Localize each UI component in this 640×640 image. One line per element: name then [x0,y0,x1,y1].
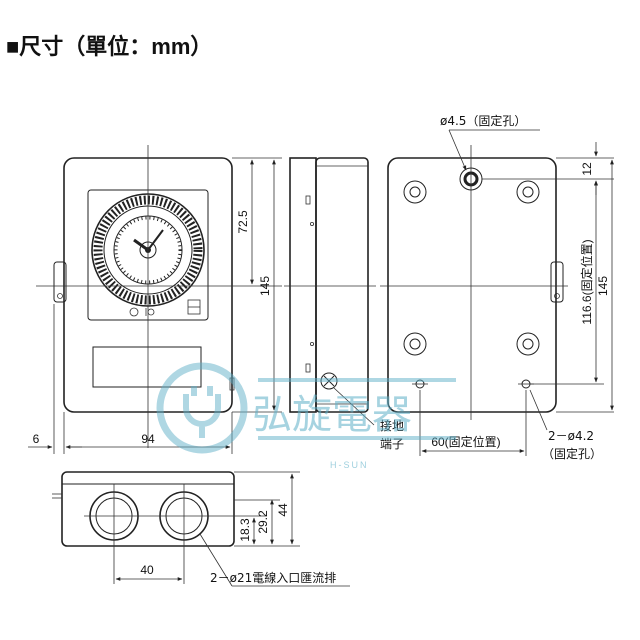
ground-leader-line [333,387,375,426]
dim-top-margin: 12 [580,162,594,176]
back-view [380,145,568,420]
dim-upper-height: 72.5 [236,210,250,234]
back-boss-bottom-left [403,332,427,356]
switch-knob [129,307,139,317]
watermark-brand: 弘旋電器 [252,392,412,438]
back-body-outline [387,157,557,413]
top-hole-leader [448,129,467,171]
dim-bottom-height: 44 [276,503,290,517]
left-mount-tab [53,261,67,303]
dim-total-height-back: 145 [596,276,610,296]
back-dimensions: 12 116.6(固定位置) 145 60(固定位置) ø4.5（固定孔） 2－… [419,113,614,461]
page-title: ■尺寸（單位：mm） [6,34,212,59]
left-tab-hole [57,293,63,299]
side-base-outline [315,157,369,413]
dim-front-width: 94 [141,432,155,446]
side-hinge-bottom [305,363,311,373]
dial-minute-ticks [114,216,182,284]
side-hinge-top [305,195,311,205]
ground-terminal-label-1: 接地 [380,418,404,433]
dim-side-offset: 6 [33,432,40,446]
bottom-holes-label-2: （固定孔） [542,446,602,461]
dial-minute-hand [147,229,164,251]
bottom-holes-label-1: 2－ø4.2 [548,429,594,443]
ground-terminal-label-2: 端子 [380,437,404,451]
bottom-dimensions: 18.3 29.2 44 40 2－ø21電線入口匯流排 [115,471,350,587]
bottom-holes-leader [529,389,548,431]
dim-hole-pitch: 40 [140,563,154,577]
dim-bottom-offset-1: 18.3 [238,518,252,542]
dim-mount-pitch-vertical: 116.6(固定位置) [579,239,594,324]
side-view: 接地 端子 [284,157,404,451]
conduit-label: 2－ø21電線入口匯流排 [210,570,336,585]
dim-bottom-offset-2: 29.2 [256,510,270,534]
bottom-body-outline [61,471,235,547]
front-view [36,145,266,448]
brand-watermark: 弘旋電器 H-SUN [156,362,456,470]
right-mount-tab [550,261,564,303]
dim-total-height-front: 145 [258,276,272,296]
top-hole-label: ø4.5（固定孔） [440,113,526,128]
watermark-brand-en: H-SUN [330,460,369,470]
front-dimensions: 72.5 145 94 6 [28,157,282,454]
conduit-leader [199,533,233,587]
bottom-view [52,471,266,584]
back-boss-top-left [403,180,427,204]
watermark-plug-icon [156,362,248,454]
switch-mark-o [147,308,155,316]
side-cover-outline [289,157,317,413]
back-boss-bottom-right [516,332,540,356]
back-boss-top-right [516,180,540,204]
